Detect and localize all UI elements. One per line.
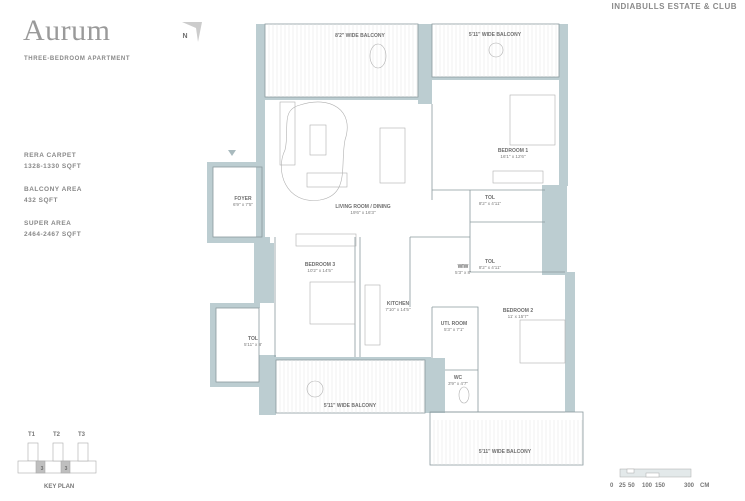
dining-table bbox=[379, 127, 406, 184]
room-name: FOYER bbox=[234, 196, 252, 202]
room-dim: 16'1" x 12'6" bbox=[500, 154, 526, 159]
sofa bbox=[306, 172, 348, 188]
room-dim: 19'6" x 16'3" bbox=[350, 210, 376, 215]
toilet bbox=[458, 386, 470, 404]
bed-1 bbox=[509, 94, 556, 146]
walls bbox=[207, 24, 575, 415]
room-labels: 8'2" WIDE BALCONY 5'11" WIDE BALCONY BED… bbox=[233, 32, 533, 455]
scale-unit: CM bbox=[700, 483, 710, 489]
stat-value: 2464-2467 SQFT bbox=[24, 231, 82, 238]
wardrobe bbox=[295, 233, 357, 247]
balcony-table bbox=[306, 380, 324, 398]
interior-lines bbox=[212, 23, 584, 466]
project-title: Aurum bbox=[23, 14, 111, 47]
scale-tick: 300 bbox=[684, 483, 695, 489]
room-name: 5'11" WIDE BALCONY bbox=[479, 449, 532, 455]
room-name: LIVING ROOM / DINING bbox=[335, 204, 390, 210]
room-name: WC bbox=[454, 375, 463, 381]
room-dim: 3'9" x 4'7" bbox=[448, 381, 468, 386]
room-dim: 8'2" x 4'11" bbox=[479, 265, 502, 270]
room-name: BEDROOM 2 bbox=[503, 308, 534, 314]
brand-name: INDIABULLS ESTATE & CLUB bbox=[611, 2, 737, 11]
room-name: 5'11" WIDE BALCONY bbox=[324, 403, 377, 409]
balcony-decking bbox=[268, 24, 583, 465]
balcony-table bbox=[488, 42, 504, 58]
scale-tick: 100 bbox=[642, 483, 653, 489]
stat-balcony: BALCONY AREA 432 SQFT bbox=[24, 184, 82, 206]
room-name: UTI. ROOM bbox=[441, 321, 467, 327]
room-name: 5'11" WIDE BALCONY bbox=[469, 32, 522, 38]
unit-marker-label: 3 bbox=[41, 466, 44, 472]
unit-marker-label: 3 bbox=[65, 466, 68, 472]
kitchen-counter bbox=[364, 284, 381, 346]
unit-marker-t1 bbox=[35, 460, 46, 474]
north-label: N bbox=[182, 33, 187, 40]
key-plan bbox=[17, 442, 97, 474]
room-dim: 7'10" x 14'5" bbox=[385, 307, 411, 312]
room-name: TOL bbox=[248, 336, 258, 342]
room-dim: 5'11" x 8' bbox=[244, 342, 262, 347]
room-name: TOL bbox=[485, 195, 495, 201]
room-name: 8'2" WIDE BALCONY bbox=[335, 33, 385, 39]
scale-bar bbox=[619, 468, 692, 478]
room-name: KITCHEN bbox=[387, 301, 410, 307]
room-name: WIW bbox=[458, 264, 469, 270]
stat-label: SUPER AREA bbox=[24, 220, 72, 227]
stat-value: 432 SQFT bbox=[24, 197, 58, 204]
room-name: BEDROOM 3 bbox=[305, 262, 336, 268]
room-dim: 10'2" x 14'5" bbox=[307, 268, 333, 273]
tower-label: T2 bbox=[53, 432, 61, 438]
balcony-table bbox=[369, 43, 387, 69]
scale-tick: 0 bbox=[610, 483, 614, 489]
room-dim: 8'2" x 4'11" bbox=[479, 201, 502, 206]
stat-label: BALCONY AREA bbox=[24, 186, 83, 193]
room-dim: 5'3" x 7'1" bbox=[444, 327, 464, 332]
room-name: TOL bbox=[485, 259, 495, 265]
apartment-type: THREE-BEDROOM APARTMENT bbox=[24, 56, 131, 62]
bed-2 bbox=[519, 319, 566, 364]
stat-label: RERA CARPET bbox=[24, 152, 77, 159]
entry-arrow-icon bbox=[228, 150, 236, 156]
room-name: BEDROOM 1 bbox=[498, 148, 529, 154]
sofa bbox=[279, 101, 296, 166]
furniture bbox=[279, 42, 566, 404]
wardrobe bbox=[492, 170, 544, 184]
room-dim: 11' x 15'7" bbox=[508, 314, 529, 319]
scale-tick: 25 bbox=[619, 483, 626, 489]
tower-label: T3 bbox=[78, 432, 86, 438]
scale-tick: 150 bbox=[655, 483, 666, 489]
stat-value: 1328-1330 SQFT bbox=[24, 163, 82, 170]
tower-label: T1 bbox=[28, 432, 36, 438]
unit-marker-t2 bbox=[60, 460, 71, 474]
room-dim: 5'3" x 8' bbox=[455, 270, 471, 275]
bed-3 bbox=[309, 281, 356, 325]
key-plan-title: KEY PLAN bbox=[44, 484, 75, 490]
stat-super: SUPER AREA 2464-2467 SQFT bbox=[24, 218, 81, 240]
north-arrow-icon: N bbox=[182, 22, 202, 42]
coffee-table bbox=[309, 124, 327, 156]
room-dim: 6'9" x 7'5" bbox=[233, 202, 253, 207]
stat-rera: RERA CARPET 1328-1330 SQFT bbox=[24, 150, 81, 172]
scale-tick: 50 bbox=[628, 483, 635, 489]
living-rug bbox=[281, 101, 348, 201]
